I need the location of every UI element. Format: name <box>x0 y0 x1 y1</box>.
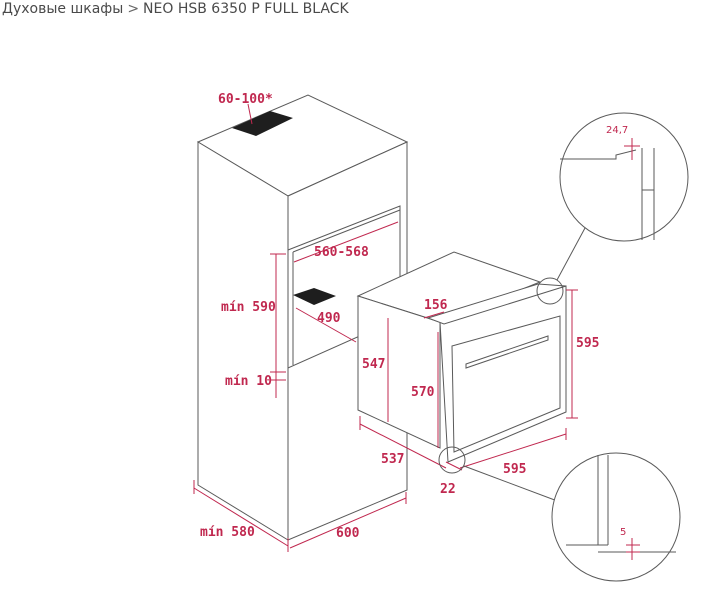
breadcrumb-separator: > <box>127 1 140 17</box>
breadcrumb: Духовые шкафы>NEO HSB 6350 P FULL BLACK <box>2 0 349 18</box>
vent-slot-top <box>232 111 293 136</box>
oven-door <box>451 315 561 453</box>
dimension-labels: 60-100* 560-568 mín 590 490 mín 10 mín 5… <box>200 92 628 541</box>
label-door-offset: 22 <box>440 482 456 497</box>
oven-front-lip <box>426 283 567 325</box>
breadcrumb-current: NEO HSB 6350 P FULL BLACK <box>143 1 349 17</box>
label-oven-body-height: 547 <box>362 357 385 372</box>
label-niche-width: 560-568 <box>314 245 369 260</box>
breadcrumb-link-ovens[interactable]: Духовые шкафы <box>2 1 124 17</box>
oven-drawing <box>356 251 567 463</box>
label-cabinet-depth: mín 580 <box>200 525 255 540</box>
label-oven-inner-height: 570 <box>411 385 435 400</box>
label-detail-bottom: 5 <box>620 527 626 538</box>
detail-marker-bottom <box>438 446 466 474</box>
oven-dimensions <box>359 289 578 471</box>
oven-handle <box>465 335 549 369</box>
label-oven-width: 595 <box>503 462 526 477</box>
label-cabinet-width: 600 <box>336 526 360 541</box>
detail-marker-top <box>536 277 564 305</box>
label-niche-depth: 490 <box>317 311 341 326</box>
oven-left-side <box>357 295 441 449</box>
vent-slot-niche <box>293 288 336 305</box>
detail-circle-bottom <box>551 452 681 582</box>
label-oven-top-depth: 156 <box>424 298 448 313</box>
label-bottom-gap: mín 10 <box>225 374 272 389</box>
label-ventilation: 60-100* <box>218 92 273 107</box>
label-detail-top: 24,7 <box>606 125 628 136</box>
label-niche-height: mín 590 <box>221 300 276 315</box>
cabinet-left-face <box>197 141 289 541</box>
detail-circle-top <box>559 112 689 242</box>
label-oven-depth: 537 <box>381 452 404 467</box>
label-oven-height: 595 <box>576 336 599 351</box>
cabinet-dimensions <box>193 103 407 552</box>
